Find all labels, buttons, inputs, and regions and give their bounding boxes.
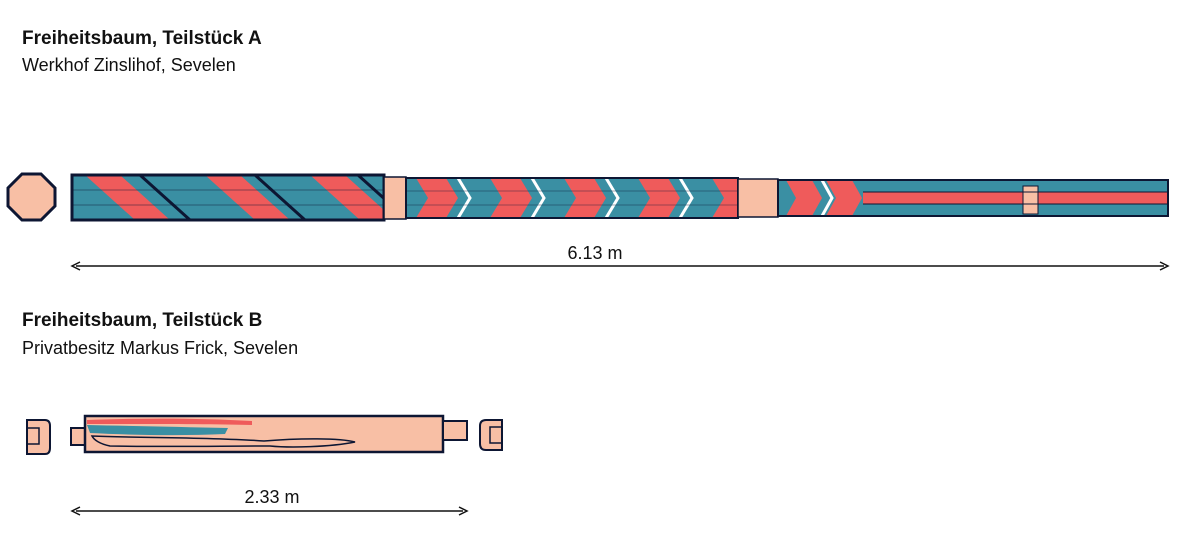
piece-a-dimension: 6.13 m	[70, 243, 1170, 271]
piece-a-title: Freiheitsbaum, Teilstück A	[22, 28, 262, 49]
piece-a-length-label: 6.13 m	[567, 243, 622, 263]
piece-b-tenon-right	[442, 420, 468, 441]
piece-a-joint-2	[737, 178, 779, 218]
piece-a-joint-3	[1022, 185, 1039, 215]
piece-b-right-end	[479, 419, 503, 451]
piece-a-joint-1	[383, 176, 407, 220]
piece-a-stripe-section	[863, 180, 1168, 216]
piece-a-location: Werkhof Zinslihof, Sevelen	[22, 55, 236, 75]
piece-a-end-octagon	[6, 172, 57, 222]
piece-b-dimension: 2.33 m	[70, 487, 469, 516]
piece-b-tenon-left	[70, 427, 86, 446]
piece-a-chevron-section-2	[778, 180, 863, 216]
piece-a-chevron-section	[406, 178, 738, 218]
piece-a-spiral-section	[72, 175, 384, 220]
piece-b-title: Freiheitsbaum, Teilstück B	[22, 310, 263, 331]
piece-a-drawing: 6.13 m	[6, 172, 1170, 271]
piece-b-location: Privatbesitz Markus Frick, Sevelen	[22, 338, 299, 358]
piece-b-length-label: 2.33 m	[244, 487, 299, 507]
piece-b-drawing: 2.33 m	[26, 414, 503, 516]
